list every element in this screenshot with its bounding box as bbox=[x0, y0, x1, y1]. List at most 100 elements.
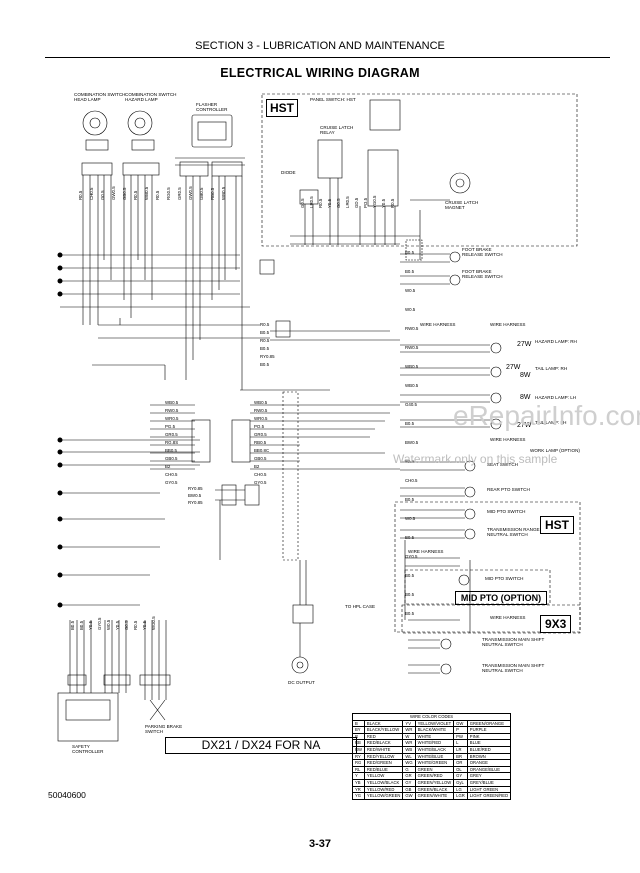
label-foot-brake-1: FOOT BRAKE RELEASE SWITCH bbox=[462, 247, 503, 257]
wire-label: WR0.5 bbox=[254, 416, 268, 421]
wire-label: LR0.5 bbox=[309, 196, 314, 208]
color-code-cell: RED/WHITE bbox=[363, 745, 404, 754]
wire-label: B0.5 bbox=[405, 573, 415, 578]
wire-label: B0.5 bbox=[405, 592, 415, 597]
mid-pto-option-box: MID PTO (OPTION) bbox=[455, 591, 547, 605]
label-parking: PARKING BRAKE SWITCH bbox=[145, 724, 183, 734]
color-code-cell: WR bbox=[402, 726, 416, 734]
wire-label: R0.5 bbox=[260, 338, 270, 343]
wire-label: RW0.5 bbox=[254, 408, 268, 413]
color-code-cell: GREY/BLUE bbox=[466, 778, 512, 787]
wire-label: YG0.5 bbox=[372, 195, 377, 208]
label-trans-range: TRANSMISSION RANGE NEUTRAL SWITCH bbox=[487, 527, 540, 537]
color-code-cell: GB bbox=[402, 785, 416, 794]
wire-label: BB0.8C bbox=[254, 448, 270, 453]
color-code-cell: ORANGE bbox=[466, 759, 512, 767]
color-code-cell: WHITE/GREEN bbox=[414, 759, 455, 767]
right-components bbox=[400, 251, 502, 675]
nine-x3-region bbox=[401, 604, 581, 634]
color-code-cell: GREEN/ORANGE bbox=[466, 719, 512, 728]
hst-top-box: HST bbox=[266, 99, 298, 117]
color-code-cell: WL bbox=[402, 752, 416, 761]
wire-label: R0.5 bbox=[390, 198, 395, 208]
wire-label: CH0.5 bbox=[89, 187, 94, 200]
color-code-cell: RL bbox=[352, 765, 365, 774]
color-code-cell: YELLOW/BLACK bbox=[363, 778, 404, 787]
label-wire-harness-c: WIRE HARNESS bbox=[490, 437, 526, 442]
color-code-cell: ORANGE/BLUE bbox=[466, 765, 512, 774]
color-code-cell: GREEN/BLACK bbox=[414, 785, 455, 794]
color-code-cell: YV bbox=[402, 719, 416, 728]
color-code-cell: WHITE/RED bbox=[414, 739, 455, 747]
wire-label: RY0.85 bbox=[260, 354, 275, 359]
wire-label: B0.5 bbox=[70, 620, 75, 630]
center-dashed-connector bbox=[282, 391, 299, 561]
color-code-cell: RED/YELLOW bbox=[363, 752, 404, 761]
wire-label: RW0.5 bbox=[405, 326, 419, 331]
color-code-cell: PINK bbox=[466, 732, 512, 741]
color-code-cell: WG bbox=[402, 759, 416, 767]
color-code-cell: BLUE bbox=[466, 739, 512, 747]
wire-label: GB0.5 bbox=[199, 187, 204, 200]
color-code-cell: RED/GREEN bbox=[363, 759, 404, 767]
wire-label: B2 bbox=[165, 464, 171, 469]
hst-mid-box: HST bbox=[540, 516, 574, 534]
hazard-switch-knob bbox=[134, 117, 146, 129]
color-code-cell: WHITE/BLUE bbox=[414, 752, 455, 761]
wire-label: B0.5 bbox=[405, 459, 415, 464]
color-code-cell: GR bbox=[402, 772, 416, 780]
color-code-cell: GREEN bbox=[414, 765, 455, 774]
label-cruise-relay: CRUISE LATCH RELAY bbox=[320, 125, 354, 135]
label-to-hpl: TO HPL CASE bbox=[345, 604, 376, 609]
wire-label: WB0.5 bbox=[144, 186, 149, 200]
color-code-cell: GY bbox=[453, 772, 468, 780]
wire-label: Y0.5 bbox=[115, 620, 120, 630]
label-tail-lh: TAIL LAMP: LH bbox=[535, 420, 567, 425]
wire-label: GD.5 bbox=[354, 197, 359, 208]
wire-label: WB0.5 bbox=[165, 400, 179, 405]
wire-label: RW0.5 bbox=[165, 408, 179, 413]
color-code-cell: YELLOW/RED bbox=[363, 785, 404, 794]
color-code-cell: RED/BLACK bbox=[363, 739, 404, 747]
color-code-cell: G bbox=[402, 765, 416, 774]
wire-label: GB0.5 bbox=[122, 187, 127, 200]
color-code-cell: YR bbox=[352, 785, 365, 794]
wire-label: RY0.85 bbox=[188, 486, 203, 491]
label-work-lamp: WORK LAMP (OPTION) bbox=[530, 448, 580, 453]
wire-label: GY0.5 bbox=[405, 554, 418, 559]
color-code-cell: GREEN/YELLOW bbox=[414, 778, 455, 787]
color-code-cell: GREEN/WHITE bbox=[414, 792, 455, 800]
model-label: DX21 / DX24 FOR NA bbox=[165, 737, 357, 754]
wire-label: W0.5 bbox=[405, 516, 416, 521]
label-seat-switch: SEAT SWITCH bbox=[487, 462, 518, 467]
wire-label: CH0.5 bbox=[254, 472, 267, 477]
wire-label: RB0.5 bbox=[254, 440, 267, 445]
lamp-27w-3: 27W bbox=[517, 422, 532, 429]
wire-label: Y0.5 bbox=[142, 620, 147, 630]
header-rule bbox=[45, 57, 610, 58]
color-code-cell: OL bbox=[453, 765, 468, 774]
color-code-cell: GREY bbox=[466, 772, 512, 780]
safety-controller-body bbox=[57, 692, 119, 742]
wire-label: WR0.5 bbox=[165, 416, 179, 421]
wire-label: R0.5 bbox=[318, 198, 323, 208]
head-lamp-switch-body bbox=[82, 110, 108, 136]
wire-label: B0.5 bbox=[405, 497, 415, 502]
label-flasher: FLASHER CONTROLLER bbox=[196, 102, 228, 112]
color-code-cell: GW bbox=[453, 719, 468, 728]
wire-label: RG0.5 bbox=[166, 187, 171, 200]
lamp-8w-2: 8W bbox=[520, 394, 531, 401]
wire-label: GB0.5 bbox=[165, 456, 178, 461]
label-hazard-lh: HAZARD LAMP: LH bbox=[535, 395, 577, 400]
wire-label: WG0.5 bbox=[151, 616, 156, 630]
wire-label: W0.5 bbox=[106, 619, 111, 630]
wire-label: R0.5 bbox=[133, 190, 138, 200]
